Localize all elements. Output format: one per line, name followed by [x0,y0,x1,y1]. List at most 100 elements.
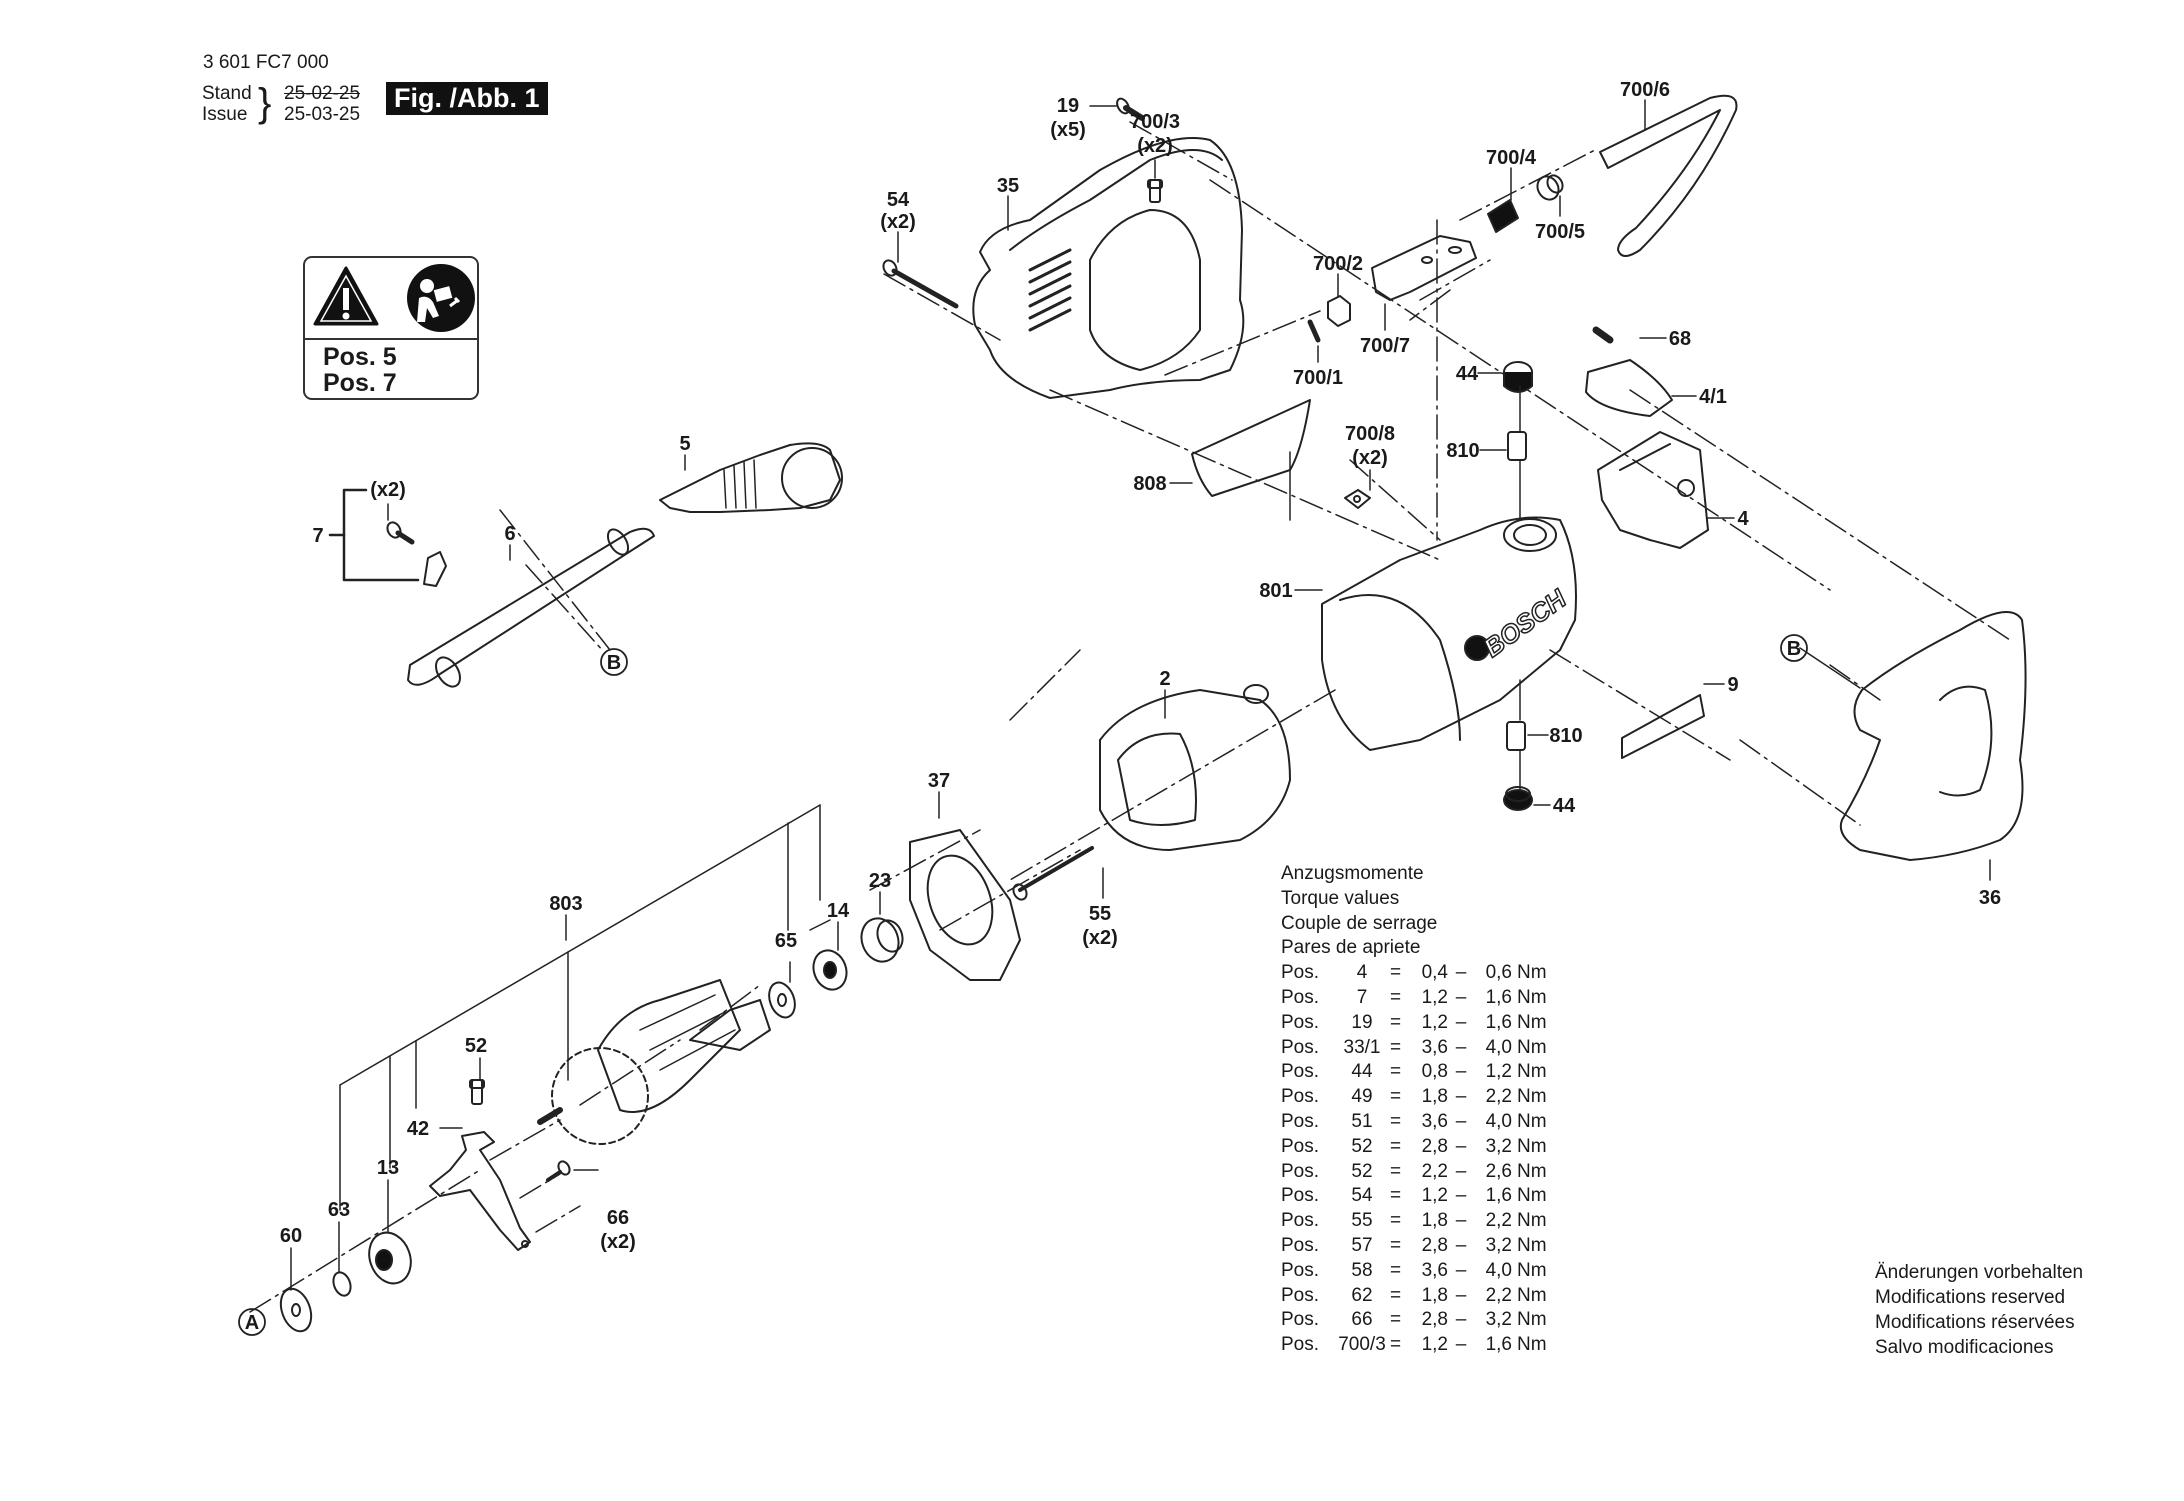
torque-dash: – [1455,1259,1467,1281]
torque-min: 1,2 [1421,986,1448,1008]
torque-min: 1,2 [1421,1011,1448,1033]
part-60-washer[interactable] [275,1285,316,1336]
callout-700-5: 700/5 [1535,221,1585,243]
part-23-bearing-sleeve[interactable] [856,913,907,967]
part-4-1-switch-cap[interactable] [1585,359,1673,417]
torque-unit: Nm [1517,1086,1547,1108]
part-44-brush-cap-bottom[interactable] [1503,786,1533,811]
torque-max: 1,6 [1485,1334,1512,1356]
torque-label: Pos. [1281,962,1320,984]
old-date: 25-02-25 [284,83,361,104]
callout-803: 803 [549,893,582,915]
torque-label: Pos. [1281,1234,1320,1256]
part-65-washer[interactable] [765,979,800,1021]
torque-title-en: Torque values [1281,887,1400,909]
torque-pos: 52 [1351,1160,1373,1182]
torque-unit: Nm [1517,1110,1547,1132]
part-68-spring[interactable] [1592,326,1614,344]
torque-eq: = [1390,1334,1402,1356]
part-700-1-pin[interactable] [1307,319,1321,343]
torque-label: Pos. [1281,1036,1320,1058]
part-700-8-square-nut[interactable] [1344,489,1371,509]
torque-unit: Nm [1517,1259,1547,1281]
part-803-group-bracket [339,804,821,1211]
part-700-3-screw[interactable] [1147,179,1163,203]
reference-label-B-right: B [1787,638,1801,660]
part-700-2-nut[interactable] [1327,295,1351,327]
torque-eq: = [1390,1309,1402,1331]
torque-dash: – [1455,1011,1467,1033]
callout-44-top: 44 [1456,363,1479,385]
torque-dash: – [1455,1160,1467,1182]
callout-700-1: 700/1 [1293,367,1343,389]
part-66-screw[interactable] [546,1159,572,1182]
torque-pos: 44 [1351,1061,1373,1083]
part-5-mains-plug[interactable] [659,442,843,513]
part-808-label-plate[interactable] [1191,399,1311,497]
callout-700-8-qty: (x2) [1352,447,1388,469]
part-803-armature[interactable] [537,979,771,1145]
part-14-ball-bearing[interactable] [808,946,852,995]
part-13-ball-bearing[interactable] [362,1227,417,1290]
torque-min: 3,6 [1421,1259,1448,1281]
torque-min: 0,4 [1421,962,1448,984]
new-date: 25-03-25 [284,104,361,125]
issue-label: Issue [202,104,248,125]
read-manual-icon [407,264,475,332]
callout-14: 14 [827,900,850,922]
part-700-7-bracket[interactable] [1371,235,1477,301]
torque-label: Pos. [1281,1011,1320,1033]
callout-700-3: 700/3 [1130,111,1180,133]
part-42-bearing-bracket[interactable] [429,1131,531,1251]
part-36-rear-handle[interactable] [1839,611,2027,861]
part-52-screw[interactable] [469,1079,485,1105]
torque-min: 3,6 [1421,1036,1448,1058]
torque-max: 3,2 [1485,1309,1512,1331]
torque-eq: = [1390,1284,1402,1306]
reference-label-B-left: B [607,652,621,674]
part-2-field-stator[interactable] [1099,684,1291,851]
torque-max: 2,2 [1485,1210,1512,1232]
torque-dash: – [1455,1185,1467,1207]
warning-divider [305,338,477,340]
part-6-cable-with-sleeve[interactable] [407,526,655,691]
part-810-carbon-brush-bottom[interactable] [1506,721,1526,751]
torque-eq: = [1390,1234,1402,1256]
part-801-motor-housing[interactable]: BOSCH [1321,516,1577,751]
torque-eq: = [1390,1086,1402,1108]
torque-max: 2,2 [1485,1284,1512,1306]
part-55-screw[interactable] [1011,846,1094,902]
torque-dash: – [1455,1036,1467,1058]
part-700-5-bushing[interactable] [1533,173,1565,204]
torque-max: 4,0 [1485,1110,1512,1132]
callout-65: 65 [775,930,797,952]
callout-66: 66 [607,1207,629,1229]
callout-700-3-qty: (x2) [1137,135,1173,157]
notice-fr: Modifications réservées [1875,1312,2075,1333]
part-700-4-spring[interactable] [1487,199,1519,233]
part-4-switch[interactable] [1597,431,1709,549]
part-37-fan-baffle[interactable] [909,829,1021,981]
callout-700-7: 700/7 [1360,335,1410,357]
part-7-cable-clamp[interactable] [385,520,447,587]
callout-37: 37 [928,770,950,792]
part-44-brush-cap-top[interactable] [1503,361,1533,393]
callout-leader-lines [290,99,1991,1291]
part-19-screw[interactable] [1115,97,1145,121]
part-35-housing-half[interactable] [972,137,1245,399]
part-700-6-bail-handle[interactable] [1599,94,1738,257]
callout-54-qty: (x2) [880,211,916,233]
part-63-retaining-ring[interactable] [330,1270,353,1298]
torque-dash: – [1455,1334,1467,1356]
torque-label: Pos. [1281,1259,1320,1281]
part-9-label-strip[interactable] [1621,694,1705,759]
part-54-screw[interactable] [881,258,959,309]
part-810-carbon-brush-top[interactable] [1507,431,1527,461]
